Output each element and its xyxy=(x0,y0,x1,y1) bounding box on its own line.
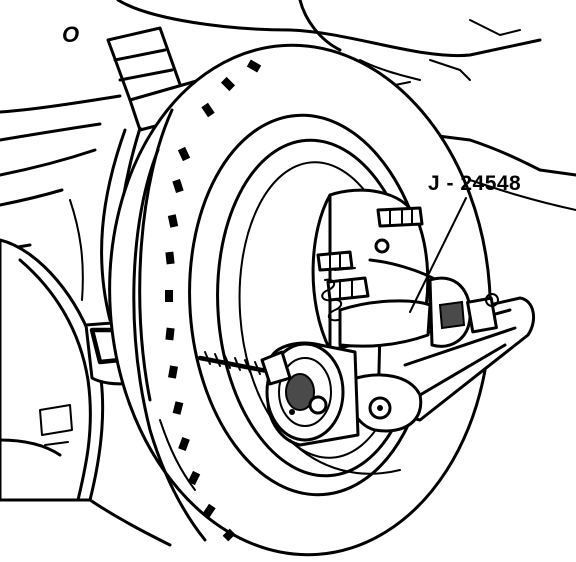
forcing-screw-housing xyxy=(197,341,360,447)
fender-lines xyxy=(0,94,122,252)
callout-leader xyxy=(409,197,467,313)
puller-tool xyxy=(321,267,536,433)
rotor-lower-details xyxy=(88,419,401,547)
tool-callout-label: J - 24548 xyxy=(428,172,522,195)
corner-label: O xyxy=(62,22,80,47)
tool-spring xyxy=(321,267,356,322)
rotor-vent-slots xyxy=(165,59,262,542)
